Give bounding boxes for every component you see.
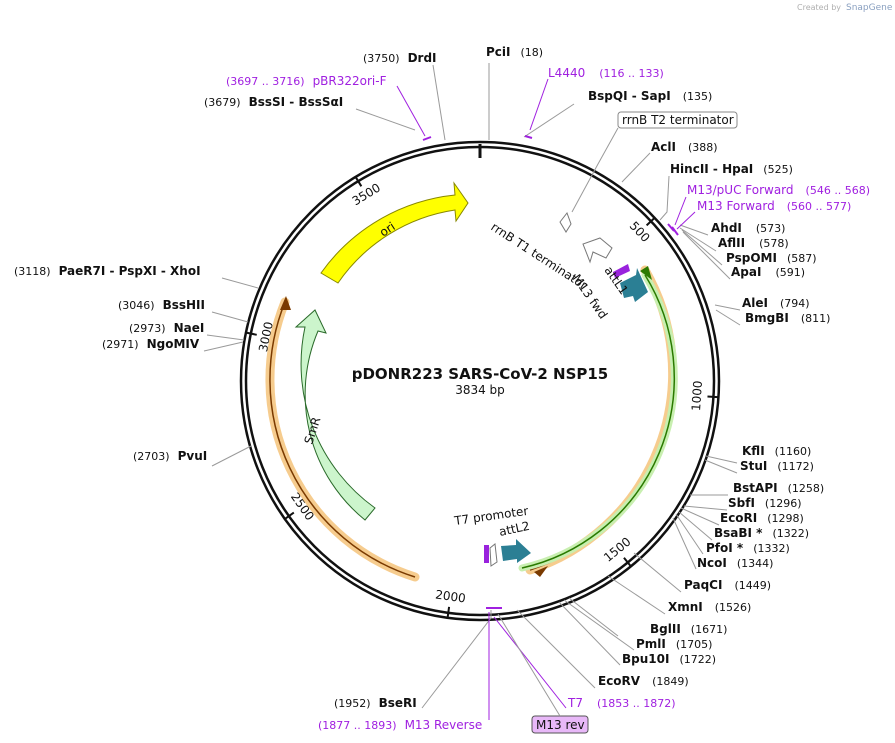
leader-lines (203, 63, 741, 709)
site-bspqi-sapi[interactable]: BspQI - SapI(135) (588, 89, 712, 103)
gene-arc-left-highlight[interactable] (265, 297, 420, 582)
site-bstapi[interactable]: BstAPI(1258) (733, 481, 824, 495)
smr-feature[interactable] (294, 309, 376, 521)
m13-fwd-feature[interactable] (613, 264, 630, 278)
site-paqci[interactable]: PaqCI(1449) (684, 578, 771, 592)
site-bmgbi[interactable]: BmgBI(811) (745, 311, 830, 325)
site-aflii[interactable]: AflII(578) (718, 236, 789, 250)
site-pmli[interactable]: PmlI(1705) (636, 637, 712, 651)
site-ahdi[interactable]: AhdI(573) (711, 221, 785, 235)
site-kfli[interactable]: KflI(1160) (742, 444, 811, 458)
site-bsssi[interactable]: (3679)BssSI - BssSαI (204, 95, 343, 109)
primer-m13-forward[interactable]: M13 Forward(560 .. 577) (697, 199, 851, 213)
primer-m13-reverse[interactable]: (1877 .. 1893)M13 Reverse (318, 718, 482, 732)
rrnb-t2-terminator-feature[interactable] (559, 211, 572, 233)
site-drdi[interactable]: (3750)DrdI (363, 51, 437, 65)
site-ngomiv[interactable]: (2971)NgoMIV (102, 337, 200, 351)
tick-label-2000: 2000 (434, 587, 466, 605)
site-pspomi[interactable]: PspOMI(587) (726, 251, 817, 265)
smr-label: SmR (302, 415, 324, 446)
site-bpu10i[interactable]: Bpu10I(1722) (622, 652, 716, 666)
site-bsshii[interactable]: (3046)BssHII (118, 298, 205, 312)
site-ecorv[interactable]: EcoRV(1849) (598, 674, 689, 688)
site-apai[interactable]: ApaI(591) (731, 265, 805, 279)
created-by-text: Created by (797, 3, 841, 12)
site-hincii-hpai[interactable]: HincII - HpaI(525) (670, 162, 793, 176)
m13-rev-label: M13 rev (536, 718, 585, 732)
site-ecori[interactable]: EcoRI(1298) (720, 511, 804, 525)
tick-mark-500 (645, 216, 657, 227)
plasmid-title: pDONR223 SARS-CoV-2 NSP15 (352, 365, 609, 383)
primer-m13-puc-forward[interactable]: M13/pUC Forward(546 .. 568) (687, 183, 870, 197)
site-paer7i-pspxi-xhoi[interactable]: (3118)PaeR7I - PspXI - XhoI (14, 264, 201, 278)
site-pfoi[interactable]: PfoI *(1332) (706, 541, 790, 555)
tick-mark-3000 (244, 331, 257, 336)
site-naei[interactable]: (2973)NaeI (129, 321, 204, 335)
t7-promoter-mark[interactable] (484, 545, 489, 563)
primer-pbr322ori-f[interactable]: (3697 .. 3716)pBR322ori-F (226, 74, 387, 88)
snapgene-logo-text: SnapGene (846, 3, 893, 13)
tick-mark-3500 (354, 175, 363, 187)
gene-arc-right-inner[interactable] (521, 274, 675, 569)
backbone-outer-strand[interactable] (239, 140, 721, 622)
site-stui[interactable]: StuI(1172) (740, 459, 814, 473)
site-bglii[interactable]: BglII(1671) (650, 622, 727, 636)
gene-arc-left-arrowhead (280, 296, 291, 310)
tick-mark-2500 (283, 511, 295, 521)
tick-mark-1500 (623, 557, 633, 568)
site-xmni[interactable]: XmnI(1526) (668, 600, 751, 614)
site-bsabi[interactable]: BsaBI *(1322) (714, 526, 809, 540)
tick-mark-1000 (707, 395, 720, 399)
gene-arc-left[interactable] (269, 301, 416, 578)
site-sbfi[interactable]: SbfI(1296) (728, 496, 802, 510)
rrnb-t2-terminator-box[interactable] (617, 111, 738, 129)
site-pvui[interactable]: (2703)PvuI (133, 449, 207, 463)
gene-arc-right-outer-arrowhead (534, 566, 548, 577)
m13-fwd-label: M13 fwd (570, 272, 611, 322)
site-acli[interactable]: AclI(388) (651, 140, 718, 154)
primer-l4440[interactable]: L4440(116 .. 133) (548, 66, 664, 80)
tick-label-1000: 1000 (689, 380, 705, 411)
plasmid-size: 3834 bp (455, 383, 505, 397)
rrnb-t2-terminator-label: rrnB T2 terminator (622, 113, 734, 127)
site-pcii[interactable]: PciI(18) (486, 45, 543, 59)
primer-t7[interactable]: T7(1853 .. 1872) (567, 696, 676, 710)
attl2-label: attL2 (498, 519, 531, 539)
ori-feature[interactable] (320, 181, 469, 284)
site-ncoi[interactable]: NcoI(1344) (697, 556, 773, 570)
t7-promoter-feature[interactable] (489, 543, 498, 567)
rrnb-t2-leader (571, 127, 619, 213)
attl2-feature[interactable] (501, 539, 531, 563)
gene-arc-right-inner-arrowhead (640, 266, 652, 280)
attl1-feature[interactable] (620, 268, 648, 302)
site-bseri[interactable]: (1952)BseRI (334, 696, 417, 710)
primer-leader-lines (396, 78, 696, 720)
primer-marks (422, 135, 679, 609)
rrnb-t1-terminator-feature[interactable] (582, 237, 613, 264)
m13-rev-leader (497, 613, 561, 717)
site-alei[interactable]: AleI(794) (742, 296, 810, 310)
tick-mark-2000 (446, 606, 451, 619)
